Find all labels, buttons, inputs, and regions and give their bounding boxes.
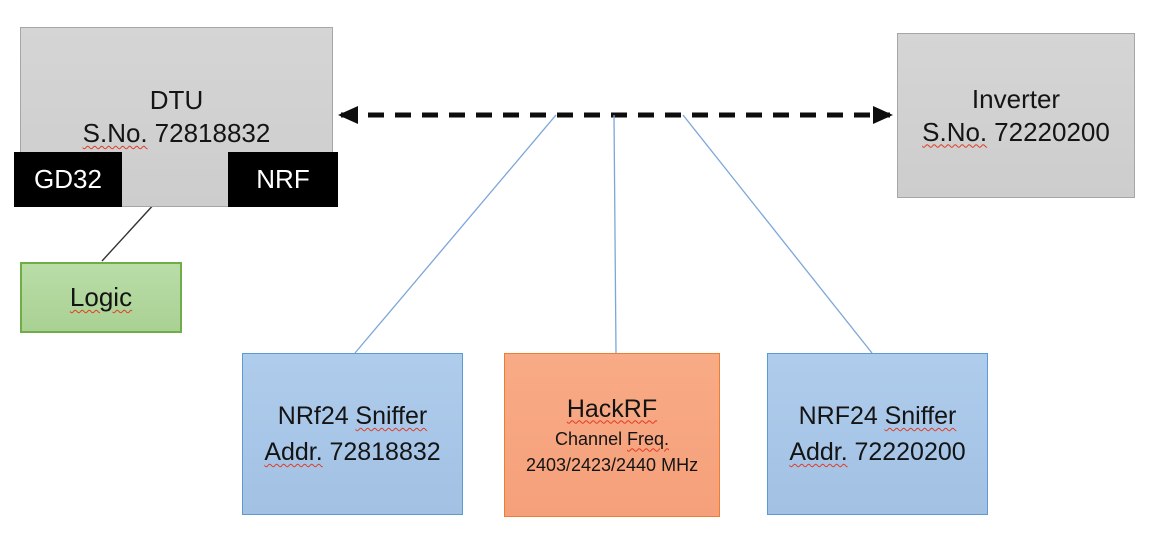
nrf-label: NRF [256,164,310,194]
dtu-serial-line: S.No.72818832 [83,117,271,150]
sniffer-left-prefix: NRf24 [277,402,349,430]
dtu-serial-label: S.No. [82,118,148,148]
hackrf-freq-word1: Channel [555,428,623,449]
hackrf-title-text: HackRF [566,394,658,423]
sniffer-left-word: Sniffer [355,402,428,430]
nrf-chip: NRF [228,152,338,207]
sniffer-left-addr-line: Addr.72818832 [264,434,440,470]
sniffer-right-word: Sniffer [884,402,957,430]
hackrf-freq-word2: Freq. [626,428,669,449]
sniffer-right-addr-line: Addr.72220200 [789,434,965,470]
sniffer-left-connector [354,114,557,354]
sniffer-left-addr: 72818832 [329,438,441,466]
inverter-title: Inverter [971,83,1061,114]
gd32-label: GD32 [34,164,102,194]
hackrf-frequencies: 2403/2423/2440 MHz [525,454,699,475]
hackrf-connector [613,114,617,354]
sniffer-right-connector [682,114,873,354]
sniffer-right-addr-label: Addr. [789,438,848,466]
inverter-serial-label: S.No. [922,116,988,147]
inverter-serial-number: 72220200 [994,116,1110,147]
dtu-serial-number: 72818832 [154,118,271,148]
sniffer-right-prefix: NRF24 [798,402,878,430]
logic-box: Logic [20,262,182,333]
inverter-box: Inverter S.No.72220200 [897,33,1135,198]
logic-label: Logic [69,282,133,312]
gd32-chip: GD32 [14,152,122,207]
sniffer-left-addr-label: Addr. [264,438,323,466]
inverter-serial-line: S.No.72220200 [922,116,1110,149]
dtu-title: DTU [149,85,204,115]
hackrf-title: HackRF [567,393,657,426]
sniffer-right-addr: 72220200 [854,438,966,466]
